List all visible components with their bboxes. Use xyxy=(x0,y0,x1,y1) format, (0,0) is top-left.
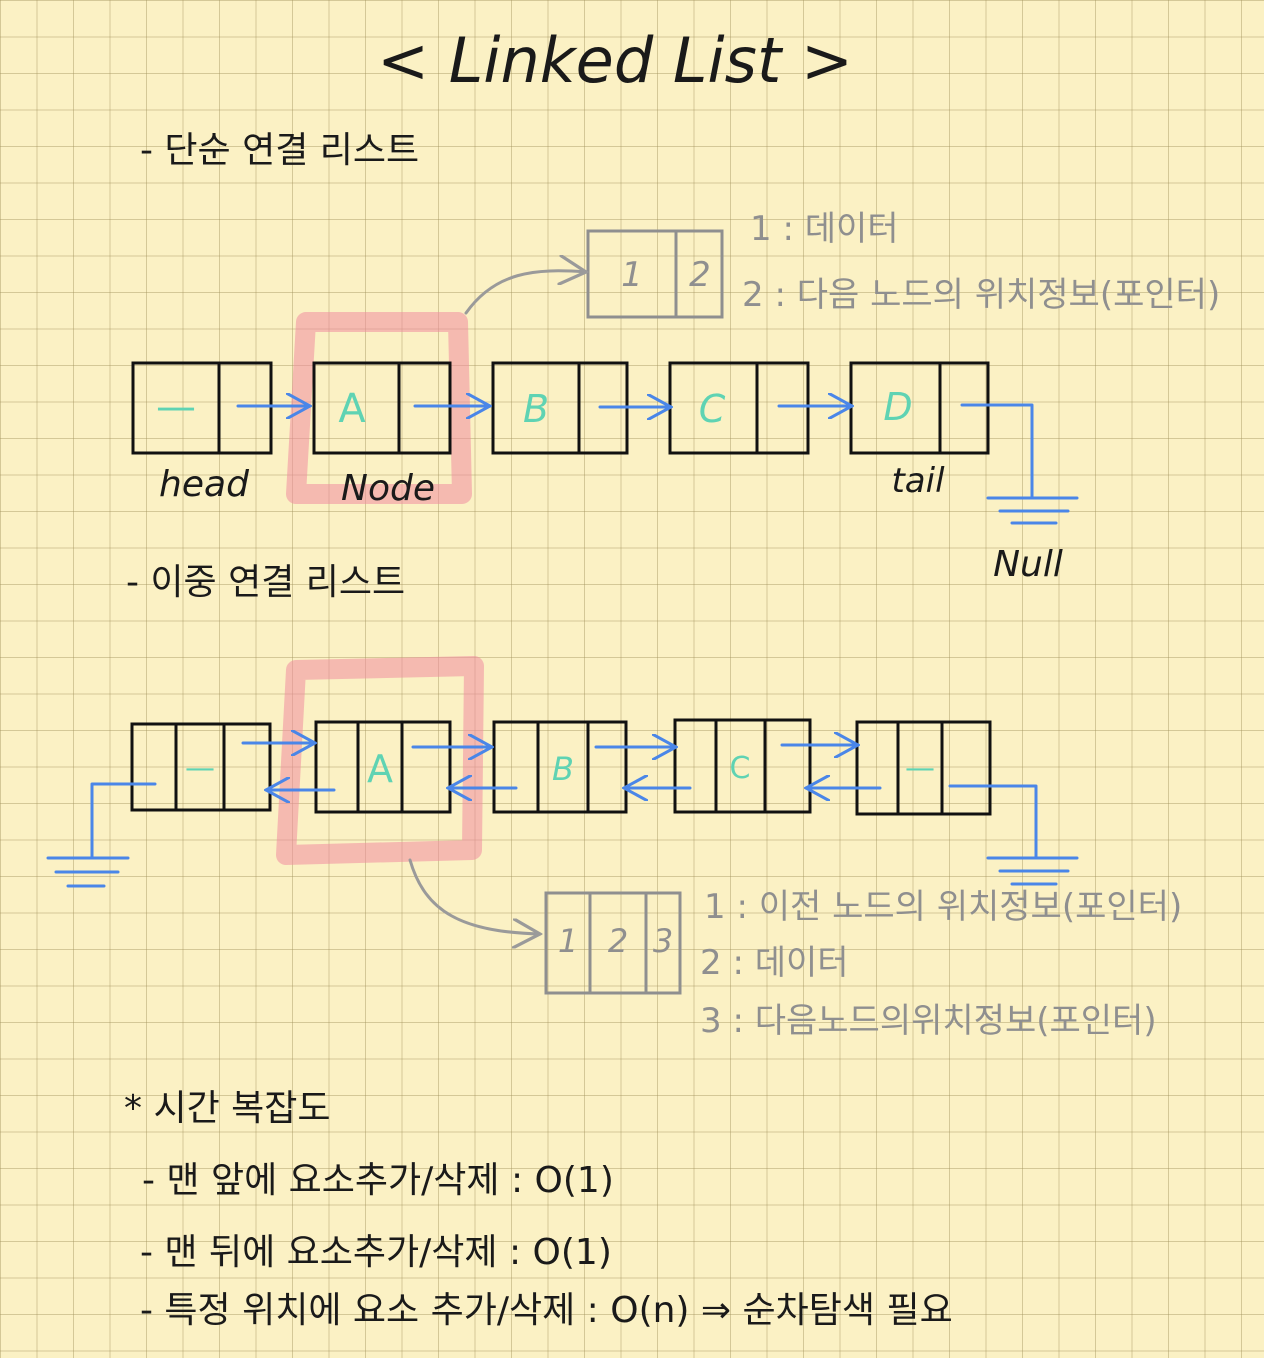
complexity-heading: * 시간 복잡도 xyxy=(124,1088,331,1129)
singly-legend-1: 1 : 데이터 xyxy=(750,209,899,249)
singly-node-head xyxy=(131,361,273,455)
complexity-item-3: - 특정 위치에 요소 추가/삭제 : O(n) ⇒ 순차탐색 필요 xyxy=(140,1290,953,1331)
singly-label-head: head xyxy=(159,464,250,505)
doubly-head-null-ground-icon xyxy=(46,856,130,888)
doubly-heading: - 이중 연결 리스트 xyxy=(126,562,405,603)
doubly-head-pointer xyxy=(90,782,157,860)
doubly-node-0 xyxy=(130,722,272,812)
singly-null-label: Null xyxy=(993,544,1063,585)
singly-detail-arrow xyxy=(464,271,586,315)
singly-detail-cell-1: 1 xyxy=(621,255,643,295)
doubly-value-3: C xyxy=(730,751,751,786)
singly-tail-pointer xyxy=(960,403,1034,500)
doubly-value-0: — xyxy=(185,751,215,786)
doubly-node-c xyxy=(673,718,812,814)
doubly-detail-cell-2: 2 xyxy=(608,922,628,960)
doubly-legend-1: 1 : 이전 노드의 위치정보(포인터) xyxy=(704,887,1182,927)
doubly-node-4 xyxy=(855,720,992,816)
singly-value-4: D xyxy=(883,385,912,429)
doubly-detail-arrow xyxy=(408,858,540,934)
doubly-detail-node xyxy=(544,891,682,995)
singly-legend-2: 2 : 다음 노드의 위치정보(포인터) xyxy=(742,275,1220,315)
complexity-item-2: - 맨 뒤에 요소추가/삭제 : O(1) xyxy=(140,1232,612,1273)
singly-heading: - 단순 연결 리스트 xyxy=(140,130,419,171)
singly-label-node: Node xyxy=(341,468,435,509)
doubly-value-4: — xyxy=(905,751,935,786)
singly-value-0: — xyxy=(156,384,196,430)
doubly-value-1: A xyxy=(367,747,393,791)
doubly-legend-3: 3 : 다음노드의위치정보(포인터) xyxy=(700,1001,1157,1041)
singly-node-d xyxy=(849,361,990,455)
doubly-node-b xyxy=(492,720,628,814)
singly-null-ground-icon xyxy=(986,496,1079,525)
doubly-legend-2: 2 : 데이터 xyxy=(700,943,849,983)
doubly-value-2: B xyxy=(552,750,574,788)
doubly-tail-pointer xyxy=(948,784,1038,860)
page-title: < Linked List > xyxy=(377,24,853,97)
highlight-node-a xyxy=(286,312,472,504)
singly-node-a xyxy=(312,361,452,455)
doubly-node-a xyxy=(314,720,452,814)
complexity-item-1: - 맨 앞에 요소추가/삭제 : O(1) xyxy=(142,1160,614,1201)
singly-detail-cell-2: 2 xyxy=(689,255,711,295)
singly-node-c xyxy=(668,361,810,455)
doubly-detail-cell-3: 3 xyxy=(653,922,673,960)
singly-label-tail: tail xyxy=(891,461,945,501)
singly-value-2: B xyxy=(523,387,549,431)
singly-value-1: A xyxy=(338,386,366,432)
doubly-detail-cell-1: 1 xyxy=(558,922,578,960)
singly-value-3: C xyxy=(699,387,726,431)
doubly-tail-null-ground-icon xyxy=(986,856,1079,886)
